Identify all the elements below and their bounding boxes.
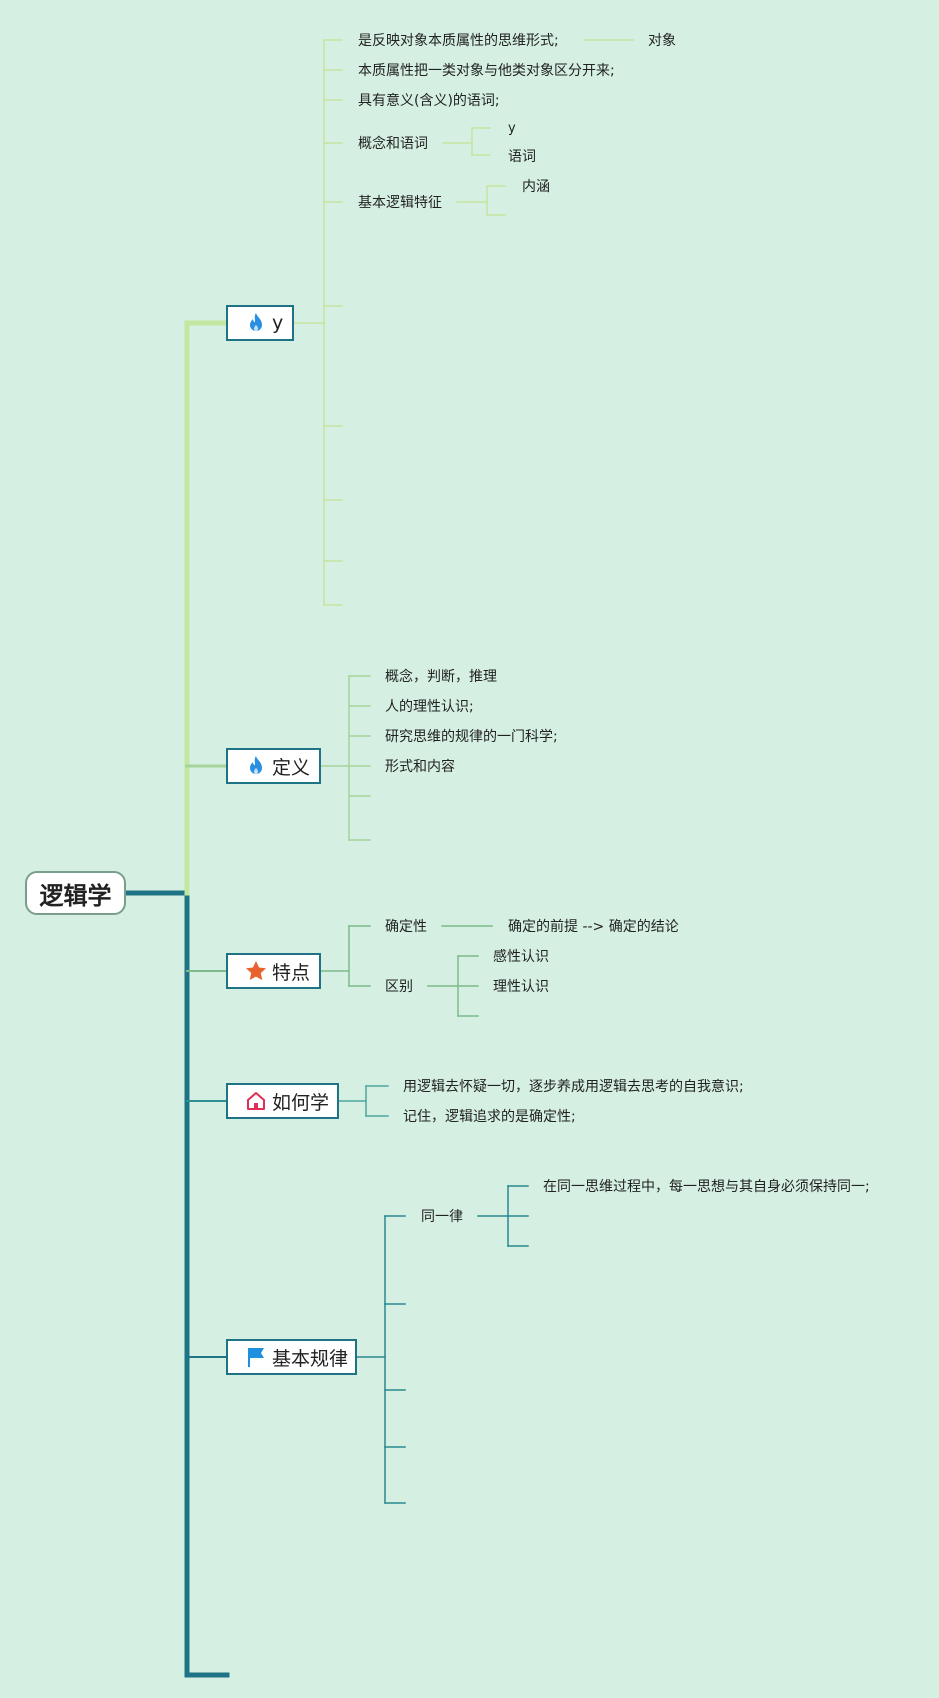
y-item-2: 本质属性把一类对象与他类对象区分开来; <box>358 63 615 79</box>
y-item-1: 是反映对象本质属性的思维形式; <box>358 33 559 49</box>
how-to-learn-item-1: 用逻辑去怀疑一切，逐步养成用逻辑去思考的自我意识; <box>403 1079 744 1095</box>
y-item-5-child-1: 内涵 <box>522 179 550 195</box>
basic-laws-item-1: 同一律 <box>421 1209 463 1225</box>
features-item-1: 确定性 <box>385 919 427 935</box>
root-node[interactable]: 逻辑学 <box>25 871 126 915</box>
features-item-1-child: 确定的前提 --> 确定的结论 <box>508 919 679 935</box>
flag-icon <box>244 1345 268 1369</box>
topic-y[interactable]: y <box>226 305 294 341</box>
topic-how-to-learn-label: 如何学 <box>272 1091 330 1114</box>
topic-how-to-learn[interactable]: 如何学 <box>226 1083 339 1119</box>
y-item-3: 具有意义(含义)的语词; <box>358 93 500 109</box>
star-icon <box>244 959 268 983</box>
y-item-4: 概念和语词 <box>358 136 428 152</box>
topic-features-label: 特点 <box>272 961 311 984</box>
how-to-learn-item-2: 记住，逻辑追求的是确定性; <box>403 1109 576 1125</box>
definition-item-1: 概念，判断，推理 <box>385 669 497 685</box>
topic-y-label: y <box>272 312 284 334</box>
home-icon <box>244 1089 268 1113</box>
flame-icon <box>244 754 268 778</box>
y-item-4-child-1: y <box>508 121 516 136</box>
y-item-5: 基本逻辑特征 <box>358 195 442 211</box>
topic-basic-laws-label: 基本规律 <box>272 1347 349 1370</box>
definition-item-2: 人的理性认识; <box>385 699 474 715</box>
y-item-4-child-2: 语词 <box>508 149 536 165</box>
y-item-1-child: 对象 <box>648 33 676 49</box>
topic-basic-laws[interactable]: 基本规律 <box>226 1339 357 1375</box>
topic-features[interactable]: 特点 <box>226 953 321 989</box>
flame-icon <box>244 311 268 335</box>
root-label: 逻辑学 <box>39 881 112 910</box>
definition-item-4: 形式和内容 <box>385 759 455 775</box>
topic-definition-label: 定义 <box>272 756 311 779</box>
features-item-2-child-2: 理性认识 <box>493 979 549 995</box>
features-item-2-child-1: 感性认识 <box>493 949 549 965</box>
features-item-2: 区别 <box>385 979 413 995</box>
topic-definition[interactable]: 定义 <box>226 748 321 784</box>
basic-laws-item-1-child-1: 在同一思维过程中，每一思想与其自身必须保持同一; <box>543 1179 870 1195</box>
definition-item-3: 研究思维的规律的一门科学; <box>385 729 558 745</box>
